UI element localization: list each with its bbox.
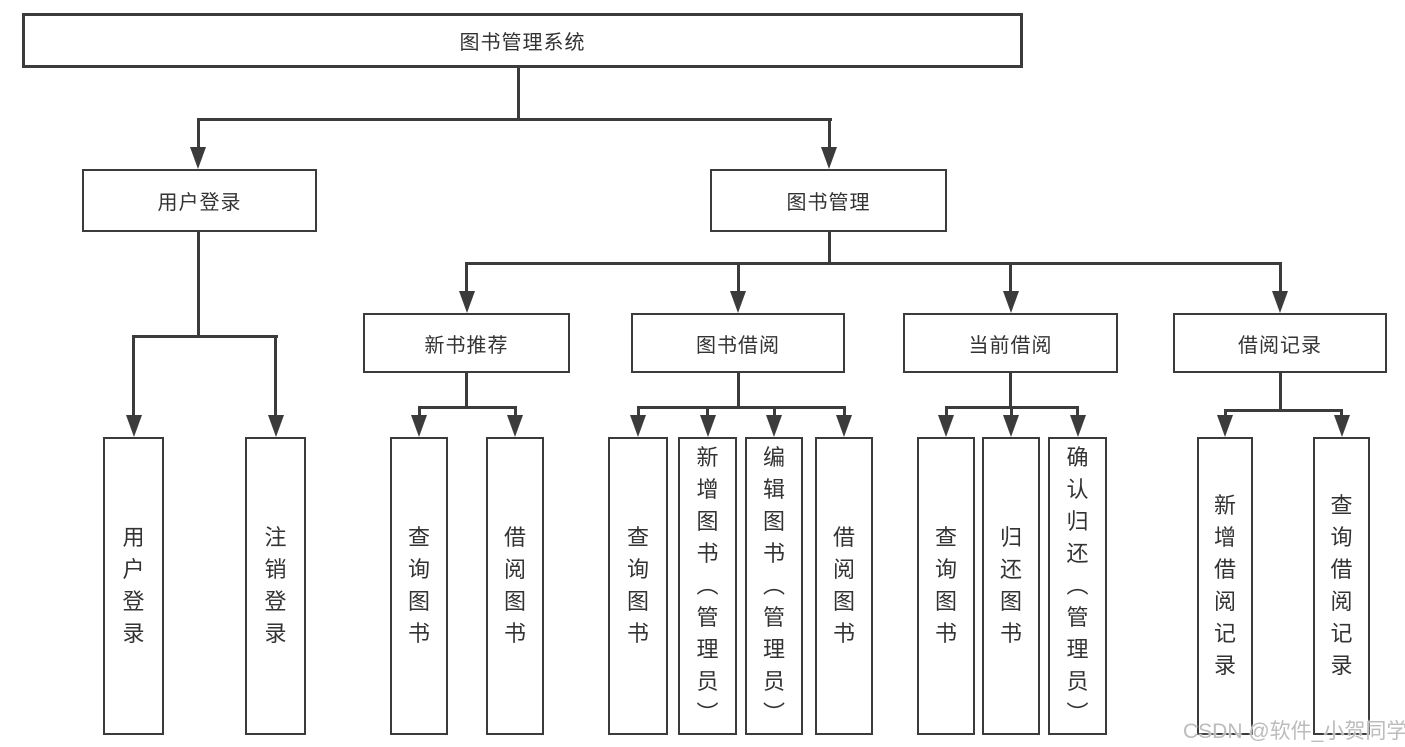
node-current-borrowing-label: 当前借阅 [968,334,1053,357]
node-library-system-label: 图书管理系统 [459,32,586,54]
arrow-down-icon [699,415,716,437]
arrow-down-icon [1002,291,1019,313]
arrow-down-icon [1217,415,1233,437]
node-user-login: 用户登录 [82,169,317,232]
arrow-down-icon [821,147,837,169]
connector-level3-bus [465,262,1282,265]
connector-stem-leaf [772,406,776,417]
leaf-query-books-label: 查询图书 [626,525,649,646]
connector-stem-leaf [513,406,517,417]
leaf-query-books-recommend: 查询图书 [390,437,448,735]
connector-user-login-stem [196,231,200,336]
leaf-user-login-label: 用户登录 [122,525,145,646]
arrow-down-icon [938,415,954,437]
connector-stem-borrowing-records [1278,262,1282,292]
connector-book-management-stem [827,231,831,263]
leaf-borrow-books-label: 借阅图书 [832,525,855,646]
connector-book-borrowing-stem [736,373,740,408]
leaf-add-borrow-record: 新增借阅记录 [1197,437,1253,735]
node-new-book-recommend-label: 新书推荐 [424,334,509,357]
arrow-down-icon [507,415,523,437]
leaf-logout-label: 注销登录 [264,525,287,646]
connector-stem-book-borrowing [736,262,740,292]
arrow-down-icon [730,291,746,313]
node-current-borrowing: 当前借阅 [903,313,1118,373]
connector-stem-leaf [417,406,421,417]
node-user-login-label: 用户登录 [157,192,242,214]
leaf-query-books-label: 查询图书 [407,525,430,646]
connector-current-borrowing-stem [1009,373,1012,408]
leaf-edit-books-admin-label: 编辑图书︵管理员︶ [762,445,785,726]
connector-stem-book-management [827,118,831,149]
leaf-add-borrow-record-label: 新增借阅记录 [1213,493,1236,678]
leaf-query-books-label: 查询图书 [934,525,957,646]
connector-stem-leaf [636,406,640,417]
leaf-edit-books-admin: 编辑图书︵管理员︶ [745,437,803,735]
node-borrowing-records: 借阅记录 [1173,313,1387,373]
arrow-down-icon [1333,415,1350,437]
node-book-management: 图书管理 [710,169,947,232]
leaf-query-borrow-record: 查询借阅记录 [1313,437,1370,735]
connector-stem-leaf [706,406,709,417]
arrow-down-icon [836,415,852,437]
node-new-book-recommend: 新书推荐 [363,313,570,373]
leaf-add-books-admin: 新增图书︵管理员︶ [678,437,737,735]
arrow-down-icon [1069,415,1086,437]
connector-borrowing-records-bus [1223,409,1343,412]
leaf-return-books-label: 归还图书 [999,525,1022,646]
arrow-down-icon [190,147,206,169]
connector-borrowing-records-stem [1278,373,1282,411]
node-book-borrowing: 图书借阅 [631,313,845,373]
leaf-query-books-borrowing: 查询图书 [608,437,668,735]
node-book-management-label: 图书管理 [786,192,871,214]
connector-stem-current-borrowing [1009,262,1012,292]
connector-stem-leaf [1340,409,1343,417]
connector-new-book-bus [417,406,517,409]
arrow-down-icon [125,415,142,437]
leaf-borrow-books-label: 借阅图书 [503,525,526,646]
connector-stem-leaf [132,335,135,416]
leaf-borrow-books-recommend: 借阅图书 [486,437,544,735]
leaf-return-books: 归还图书 [982,437,1040,735]
leaf-query-borrow-record-label: 查询借阅记录 [1330,493,1353,678]
leaf-query-books-current: 查询图书 [917,437,975,735]
arrow-down-icon [458,291,475,313]
arrow-down-icon [1272,291,1288,313]
leaf-borrow-books: 借阅图书 [815,437,873,735]
connector-stem-leaf [944,406,948,417]
node-library-system: 图书管理系统 [22,13,1023,68]
connector-stem-user-login [196,118,200,149]
leaf-user-login: 用户登录 [103,437,164,735]
node-book-borrowing-label: 图书借阅 [696,334,780,357]
connector-stem-leaf [1076,406,1079,417]
leaf-confirm-return-admin-label: 确认归还︵管理员︶ [1066,445,1089,726]
connector-user-login-bus [132,335,278,338]
connector-stem-leaf [1223,409,1227,417]
connector-book-borrowing-bus [636,406,846,409]
connector-new-book-stem [465,373,468,408]
node-borrowing-records-label: 借阅记录 [1238,334,1322,357]
leaf-add-books-admin-label: 新增图书︵管理员︶ [696,445,719,726]
csdn-watermark: CSDN @软件_小贺同学 [1183,720,1405,743]
arrow-down-icon [766,415,782,437]
arrow-down-icon [630,415,646,437]
arrow-down-icon [411,415,427,437]
connector-stem-new-book [465,262,468,292]
connector-root-stem [517,68,520,119]
arrow-down-icon [1003,415,1019,437]
connector-level2-bus [196,118,832,121]
leaf-logout: 注销登录 [245,437,306,735]
connector-stem-leaf [842,406,846,417]
leaf-confirm-return-admin: 确认归还︵管理员︶ [1048,437,1107,735]
arrow-down-icon [267,415,284,437]
connector-stem-leaf [274,335,277,416]
connector-stem-leaf [1009,406,1013,417]
